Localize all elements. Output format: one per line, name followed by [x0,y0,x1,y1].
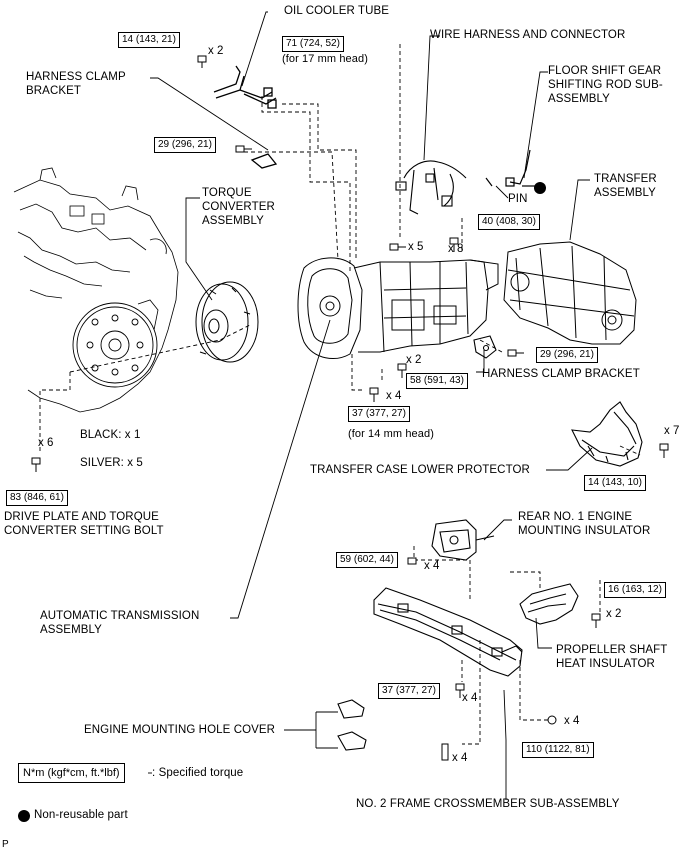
label-transfer-assembly: TRANSFER ASSEMBLY [594,173,657,199]
qty-trans-bottom-x2: x 2 [406,354,422,366]
heat-insulator-sketch [519,583,579,625]
label-for-14mm-head: (for 14 mm head) [348,428,434,440]
torque-crossmember-37: 37 (377, 27) [378,683,440,699]
label-silver-count: SILVER: x 5 [80,457,143,469]
leader-wire-harness [423,35,440,161]
label-no2-frame-crossmember: NO. 2 FRAME CROSSMEMBER SUB-ASSEMBLY [356,798,620,810]
torque-drive-plate-bolt: 83 (846, 61) [6,490,68,506]
legend-non-reusable-part: Non-reusable part [34,809,128,821]
torque-clamp-bracket-top: 29 (296, 21) [154,137,216,153]
label-automatic-transmission: AUTOMATIC TRANSMISSION ASSEMBLY [40,610,200,636]
torque-lower-protector: 14 (143, 10) [584,475,646,491]
legend-specified-torque: : Specified torque [152,767,244,779]
qty-lower-protector-bolts: x 7 [664,425,680,437]
torque-oil-cooler-bolt: 14 (143, 21) [118,32,180,48]
leader-engine-hole-cover [284,711,338,749]
non-reusable-dot-shift-rod [534,182,546,194]
qty-transfer-bolts: x 8 [448,243,464,255]
qty-trans-top-bolts: x 5 [408,241,424,253]
leader-crossmember [503,689,507,800]
qty-rear-mount: x 4 [424,560,440,572]
label-torque-converter: TORQUE CONVERTER ASSEMBLY [202,187,275,227]
torque-17mm-head: 71 (724, 52) [282,36,344,52]
bolts [31,55,669,761]
leader-torque-converter [185,197,213,301]
torque-heat-insulator: 16 (163, 12) [604,582,666,598]
drive-plate [72,302,158,388]
torque-clamp-bracket-right: 29 (296, 21) [536,347,598,363]
hole-cover-sketch [337,699,367,751]
leader-pin [495,185,509,199]
label-pin: PIN [508,193,528,205]
label-floor-shift-rod: FLOOR SHIFT GEAR SHIFTING ROD SUB- ASSEM… [548,65,663,105]
qty-trans-bottom-x4: x 4 [386,390,402,402]
torque-converter-sketch [195,281,259,363]
label-oil-cooler-tube: OIL COOLER TUBE [284,5,390,17]
lower-protector-sketch [571,401,643,467]
legend-non-reusable-dot [18,810,30,822]
leader-propeller-heat-ins [535,617,552,649]
legend-torque-units: N*m (kgf*cm, ft.*lbf) [18,763,125,783]
qty-oil-cooler-bolts: x 2 [208,45,224,57]
wire-harness-sketch [395,160,467,215]
qty-heat-insulator: x 2 [606,608,622,620]
torque-transfer-bolts: 40 (408, 30) [478,214,540,230]
torque-crossmember-110: 110 (1122, 81) [522,742,594,758]
qty-crossmember-37: x 4 [462,692,478,704]
label-engine-mounting-hole-cover: ENGINE MOUNTING HOLE COVER [84,724,276,736]
oil-cooler-tube-sketch [213,65,278,169]
figure-code: P [2,839,9,850]
leader-auto-trans [230,319,331,619]
label-transfer-case-lower-protector: TRANSFER CASE LOWER PROTECTOR [310,464,530,476]
label-drive-plate-bolt: DRIVE PLATE AND TORQUE CONVERTER SETTING… [4,511,164,537]
engine-block-sketch [13,167,179,413]
qty-crossmember-110: x 4 [564,715,580,727]
label-harness-clamp-bracket-right: HARNESS CLAMP BRACKET [482,368,640,380]
clamp-bracket-right-sketch [473,335,497,359]
torque-trans-bolts-37: 37 (377, 27) [348,406,410,422]
rear-mount-sketch [431,519,495,561]
transmission-sketch [297,257,499,359]
leader-floor-shift [523,71,548,179]
transfer-sketch [503,241,637,345]
leader-harness-clamp-bracket-top [150,77,269,151]
shift-rod-sketch [485,149,538,187]
label-black-count: BLACK: x 1 [80,429,141,441]
qty-drive-plate-bolts: x 6 [38,437,54,449]
label-harness-clamp-bracket-top: HARNESS CLAMP BRACKET [26,71,126,97]
torque-rear-mount: 59 (602, 44) [336,552,398,568]
label-wire-harness-connector: WIRE HARNESS AND CONNECTOR [430,29,626,41]
label-rear-engine-mount: REAR NO. 1 ENGINE MOUNTING INSULATOR [518,511,651,537]
leader-transfer-lower-prot [546,447,593,471]
leader-oil-cooler-tube [241,11,268,87]
label-for-17mm-head: (for 17 mm head) [282,53,368,65]
torque-trans-bolts-58: 58 (591, 43) [406,373,468,389]
label-propeller-shaft-heat-insulator: PROPELLER SHAFT HEAT INSULATOR [556,644,668,670]
leader-rear-engine-mount [483,519,512,541]
qty-crossmember-bottom: x 4 [452,752,468,764]
crossmember-sketch [373,587,523,677]
leader-transfer [569,179,590,241]
